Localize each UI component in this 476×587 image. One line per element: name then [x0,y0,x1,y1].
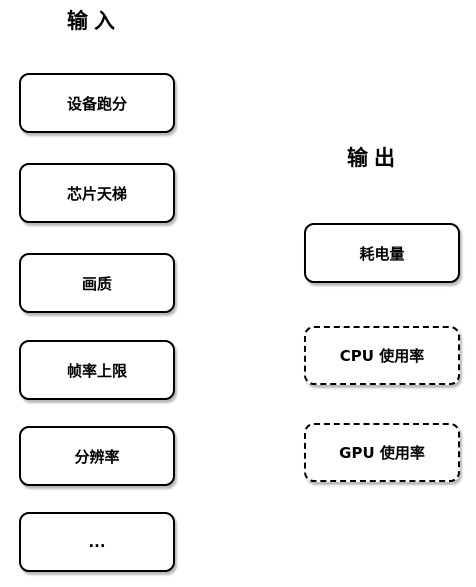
input-node-chip-ladder: 芯片天梯 [19,163,175,223]
input-node-label: 帧率上限 [66,361,127,380]
output-heading: 输出 [347,146,401,170]
input-node-label: ... [88,533,106,551]
input-node-resolution: 分辨率 [19,426,175,486]
output-node-label: CPU 使用率 [339,347,425,365]
input-node-label: 芯片天梯 [66,184,127,203]
input-node-label: 设备跑分 [66,94,127,113]
output-node-label: GPU 使用率 [339,444,425,462]
input-node-device-benchmark: 设备跑分 [19,73,175,133]
input-node-more: ... [19,512,175,572]
output-node-power-consumption: 耗电量 [304,223,460,283]
output-node-gpu-usage: GPU 使用率 [304,423,460,482]
output-node-cpu-usage: CPU 使用率 [304,326,460,385]
output-node-label: 耗电量 [359,244,405,263]
input-node-label: 画质 [81,274,112,293]
input-heading: 输入 [67,9,121,33]
input-node-frame-rate-cap: 帧率上限 [19,340,175,400]
input-node-label: 分辨率 [74,447,120,466]
input-node-graphics-quality: 画质 [19,253,175,313]
